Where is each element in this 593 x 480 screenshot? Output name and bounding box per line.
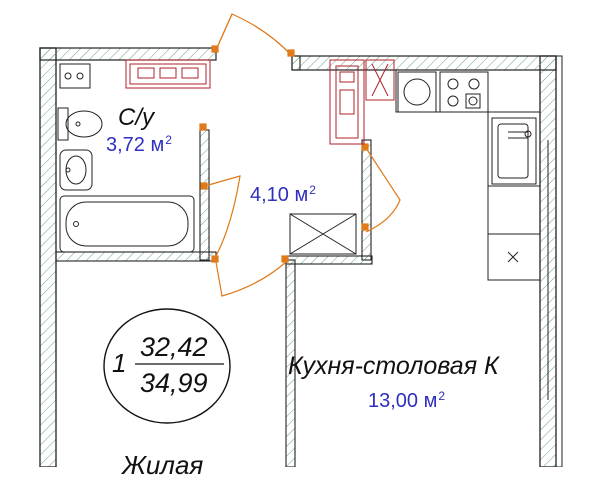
fridge-icon <box>487 233 541 281</box>
bathroom-fixtures <box>57 59 211 253</box>
total-area-value: 34,99 <box>140 368 208 398</box>
apartment-badge <box>103 308 231 424</box>
ventilation-shaft-icon <box>289 213 357 255</box>
bathroom-area: 3,72 м2 <box>106 133 172 156</box>
top-wall-bathroom <box>39 47 217 61</box>
hall-fixtures <box>289 213 357 255</box>
bathroom-name: С/у <box>118 104 154 131</box>
bathroom-right-partition <box>199 129 210 261</box>
kitchen-door-swing <box>365 147 401 233</box>
living-area-value: 32,42 <box>140 332 208 362</box>
bathroom-door-swing <box>204 175 241 257</box>
kitchen-sink-icon <box>491 117 537 185</box>
hall-area: 4,10 м2 <box>250 183 316 206</box>
stove-icon <box>439 71 489 113</box>
hall-top-partition <box>291 55 301 71</box>
living-name: Жилая <box>122 450 204 480</box>
sink-icon <box>59 149 93 191</box>
kitchen-fixtures <box>329 59 541 281</box>
left-exterior-wall <box>39 47 57 467</box>
wardrobe-icon <box>125 59 211 89</box>
toilet-icon <box>57 107 103 141</box>
bathtub-icon <box>59 195 195 253</box>
rooms-count: 1 <box>112 348 127 378</box>
living-door-swing <box>215 261 287 297</box>
entrance-door-swing <box>215 13 293 57</box>
washer-icon <box>397 71 437 113</box>
hall-bottom-partition <box>285 255 373 265</box>
floor-plan <box>39 13 563 467</box>
kitchen-name: Кухня-столовая К <box>288 352 499 380</box>
kitchen-cabinet-icon <box>329 59 395 145</box>
kitchen-area: 13,00 м2 <box>368 389 446 412</box>
top-wall-kitchen <box>291 55 557 71</box>
partitions <box>55 55 373 467</box>
balcony-edge <box>555 55 563 467</box>
hall-right-partition <box>361 139 372 261</box>
doors <box>199 13 401 297</box>
bathroom-bottom-partition <box>55 251 217 262</box>
